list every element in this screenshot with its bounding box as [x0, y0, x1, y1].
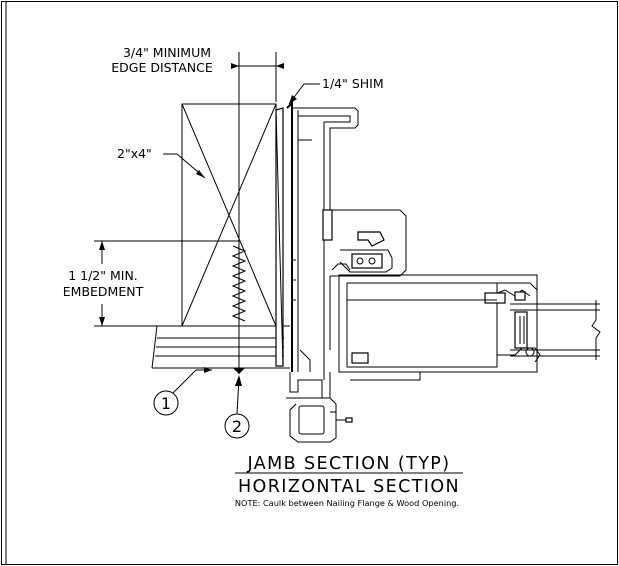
frame-extrusion — [286, 348, 353, 443]
edge-distance-label-line1: 3/4" MINIMUM — [123, 45, 211, 60]
callout-1-label: 1 — [161, 394, 171, 413]
subtitle-horizontal-section: HORIZONTAL SECTION — [238, 477, 460, 497]
wall-sill — [151, 325, 290, 369]
shim-label: 1/4" SHIM — [322, 76, 384, 91]
fastener-screw — [231, 52, 247, 374]
callout-2-label: 2 — [232, 417, 242, 436]
embedment-label-line1: 1 1/2" MIN. — [68, 268, 138, 283]
embedment-label-line2: EMBEDMENT — [63, 284, 144, 299]
sash-frame — [338, 274, 541, 381]
caulk-note: NOTE: Caulk between Nailing Flange & Woo… — [235, 498, 459, 508]
title-jamb-section: JAMB SECTION (TYP) — [247, 454, 451, 474]
stud-2x4 — [181, 103, 277, 327]
callout-1 — [153, 367, 212, 416]
callout-2 — [224, 375, 250, 439]
edge-distance-dimension — [231, 52, 284, 102]
shim — [275, 107, 284, 367]
glass-unit — [510, 300, 601, 360]
shim-leader — [288, 83, 320, 105]
stud-leader — [163, 153, 206, 179]
stud-label: 2"x4" — [117, 146, 152, 161]
window-frame-jamb — [286, 100, 407, 372]
embedment-dimension — [94, 240, 239, 327]
edge-distance-label-line2: EDGE DISTANCE — [111, 60, 213, 75]
glazing-stop — [331, 231, 393, 273]
